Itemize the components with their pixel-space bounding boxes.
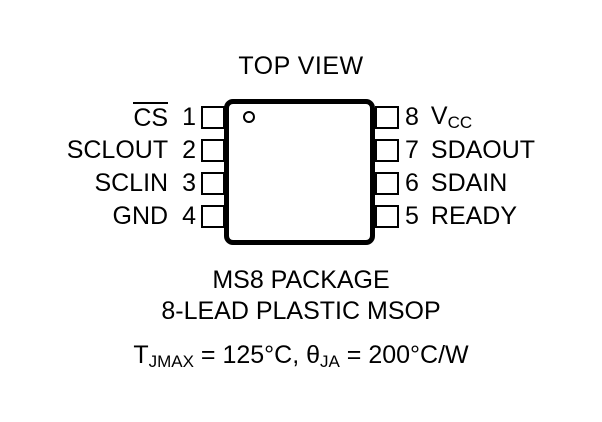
package-body-outline [224, 99, 375, 245]
lead-box-pin-4 [201, 205, 225, 228]
thermal-specification: TJMAX = 125°C, θJA = 200°C/W [0, 340, 602, 373]
lead-box-pin-1 [201, 106, 225, 129]
pin-name-vcc-base: V [430, 102, 448, 130]
pin-name-ready: READY [431, 204, 517, 229]
pin-number-7: 7 [405, 136, 419, 164]
lead-box-pin-7 [375, 139, 399, 162]
pin-name-cs: CS [133, 101, 169, 132]
theta-ja-subscript: JA [320, 352, 340, 372]
pin-number-3: 3 [182, 169, 196, 197]
tjmax-symbol: T [133, 341, 149, 369]
theta-ja-value: = 200°C/W [339, 341, 469, 369]
lead-box-pin-6 [375, 172, 399, 195]
pin-name-sclout: SCLOUT [66, 136, 169, 164]
pin-name-sdain: SDAIN [430, 169, 508, 197]
pin-label-row-7: 7 SDAOUT [405, 136, 602, 164]
pin-name-ready-text: READY [430, 202, 518, 230]
pin-name-vcc: VCC [430, 102, 473, 133]
pin1-marker-dot [243, 111, 255, 123]
pin-number-2: 2 [182, 136, 196, 164]
pin-name-gnd: GND [112, 202, 169, 230]
pin-number-6: 6 [405, 169, 419, 197]
lead-box-pin-3 [201, 172, 225, 195]
pin-label-row-6: 6 SDAIN [405, 169, 602, 197]
pin-number-4: 4 [182, 202, 196, 230]
figure-title: TOP VIEW [238, 52, 364, 80]
pin-number-5: 5 [405, 202, 419, 230]
package-designation: MS8 PACKAGE [212, 266, 390, 294]
tjmax-value: = 125°C, [193, 341, 307, 369]
pin-label-row-1: CS 1 [0, 101, 196, 132]
pin-label-row-5: 5 READY [405, 202, 602, 230]
pin-label-row-2: SCLOUT 2 [0, 136, 196, 164]
tjmax-subscript: JMAX [148, 352, 194, 372]
lead-box-pin-5 [375, 205, 399, 228]
package-description: 8-LEAD PLASTIC MSOP [161, 297, 441, 325]
pin-number-8: 8 [405, 103, 419, 131]
pin-label-row-4: GND 4 [0, 202, 196, 230]
pin-label-row-3: SCLIN 3 [0, 169, 196, 197]
lead-box-pin-2 [201, 139, 225, 162]
pin-number-1: 1 [182, 103, 196, 131]
lead-box-pin-8 [375, 106, 399, 129]
pin-name-sclin: SCLIN [94, 169, 169, 197]
pin-name-sdaout: SDAOUT [430, 136, 536, 164]
pin-name-vcc-subscript: CC [447, 113, 473, 133]
theta-ja-symbol: θ [306, 341, 321, 369]
pin-label-row-8: 8 VCC [405, 102, 602, 133]
